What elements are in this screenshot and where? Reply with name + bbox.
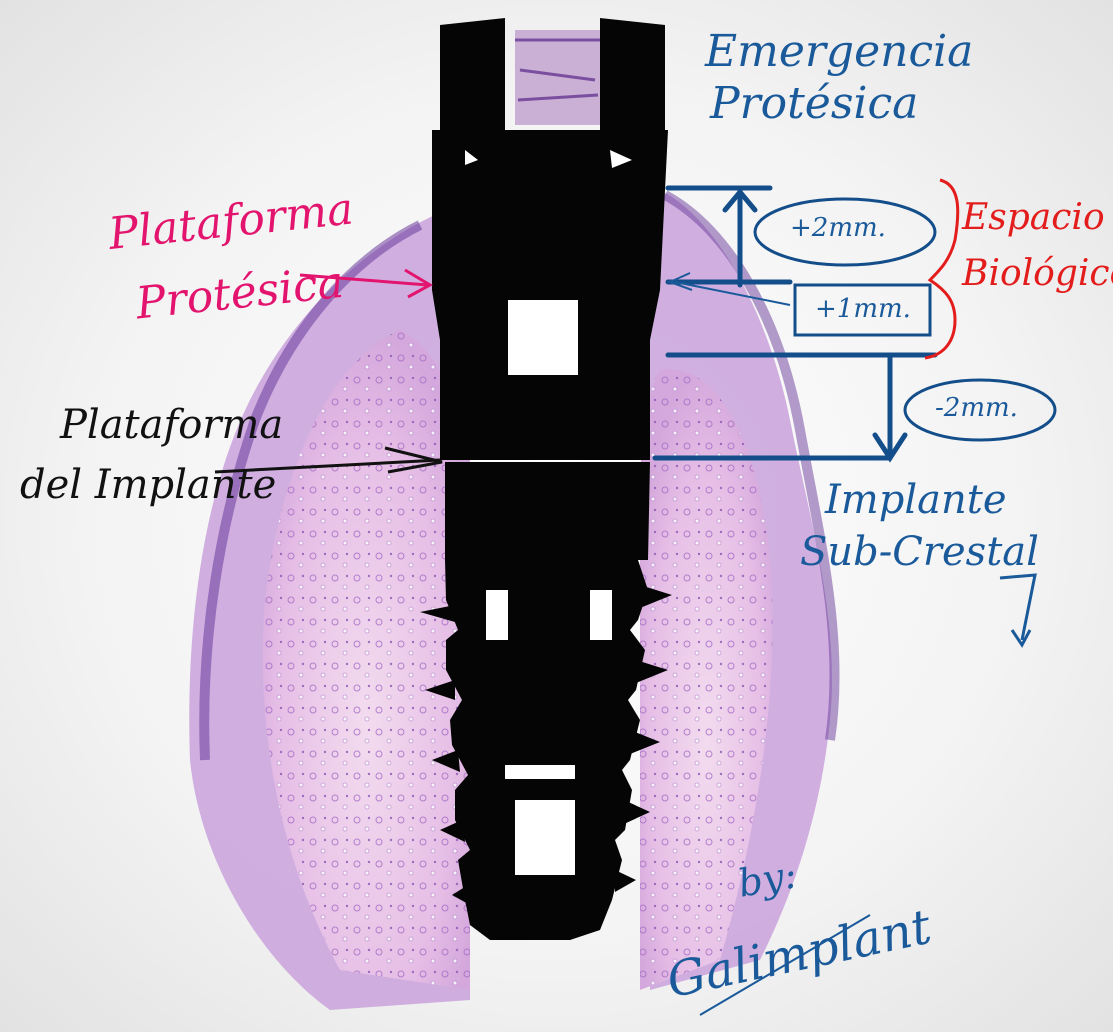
implant-cavity-lower — [515, 800, 575, 875]
label-plataforma-implante: Plataforma del Implante — [20, 405, 283, 505]
label-by: by: — [735, 855, 799, 903]
plataforma-implante-line1: Plataforma — [60, 405, 283, 445]
espacio-line1: Espacio — [962, 200, 1113, 236]
label-plus2: +2mm. — [790, 215, 886, 241]
label-plataforma-protesica: Plataforma Protésica — [107, 187, 363, 328]
emergencia-line2: Protésica — [710, 82, 973, 126]
label-emergencia: Emergencia Protésica — [705, 30, 973, 126]
plataforma-implante-line2: del Implante — [20, 465, 283, 505]
label-implante-subcrestal: Implante Sub-Crestal — [800, 480, 1039, 572]
label-plus1: +1mm. — [815, 296, 911, 322]
implante-sub-line1: Implante — [825, 480, 1039, 520]
label-espacio-biologico: Espacio Biológico — [962, 200, 1113, 292]
subcrestal-arrow — [1000, 575, 1035, 645]
label-minus2: -2mm. — [935, 395, 1018, 421]
emergencia-line1: Emergencia — [705, 30, 973, 74]
implante-sub-line2: Sub-Crestal — [800, 532, 1039, 572]
implant-cavity-upper-left — [486, 590, 508, 640]
espacio-line2: Biológico — [962, 256, 1113, 292]
abutment-cavity — [508, 300, 578, 375]
implant-cavity-upper-right — [590, 590, 612, 640]
